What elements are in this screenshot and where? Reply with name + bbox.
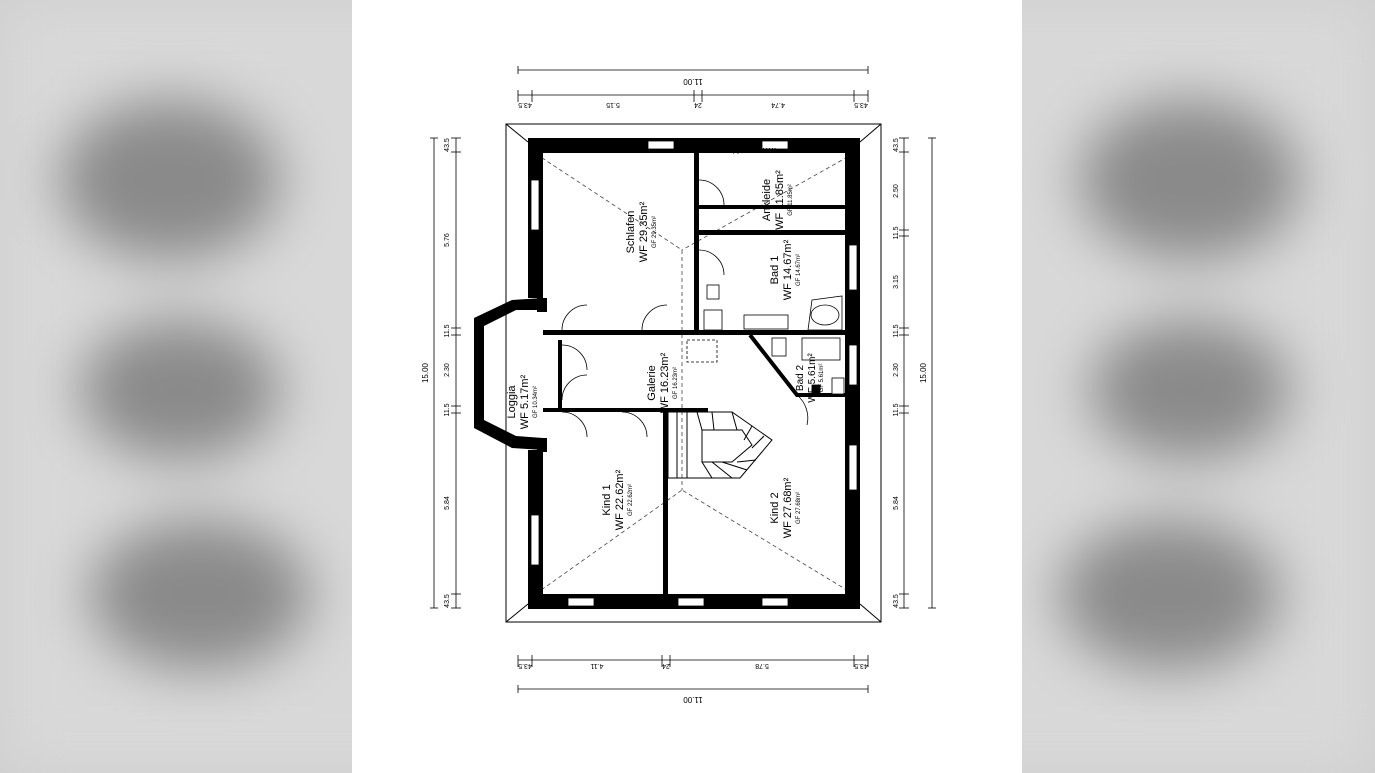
staircase <box>667 411 773 479</box>
room-bad2-wf: WF 5.61m² <box>807 353 818 403</box>
dim-top-seg-3: 24 <box>694 101 702 108</box>
room-ankleide-gf: GF 11.85m² <box>788 184 794 216</box>
dim-left-seg-3: 11.5 <box>444 324 451 337</box>
room-bad1-gf: GF 14.67m² <box>796 254 802 286</box>
room-kind2-wf: WF 27.68m² <box>782 477 794 538</box>
dimension-labels: 11.00 43.5 5.15 24 4.74 43.5 43.5 4.11 2… <box>421 77 928 704</box>
room-ankleide-name: Ankleide <box>761 179 773 221</box>
dim-left-seg-4: 2.30 <box>444 363 451 377</box>
loggia-bay <box>474 298 547 452</box>
watermark: www.grundriss.com <box>707 146 778 155</box>
room-labels: Schlafen WF 29.35m² GF 29.35m² Ankleide … <box>506 170 825 538</box>
room-kind1-name: Kind 1 <box>601 484 613 515</box>
dim-top-seg-2: 5.15 <box>606 101 620 108</box>
room-loggia-gf: GF 10.34m² <box>533 386 539 418</box>
room-kind1-wf: WF 22.62m² <box>614 469 626 530</box>
room-schlafen-gf: GF 29.35m² <box>652 216 658 248</box>
dim-bottom-total: 11.00 <box>683 695 703 704</box>
dim-right-seg-6: 2.30 <box>893 363 900 377</box>
dim-left-seg-5: 11.5 <box>444 403 451 416</box>
dim-right-seg-7: 11.5 <box>893 403 900 416</box>
dim-right-seg-5: 11.5 <box>893 324 900 337</box>
dim-right-seg-8: 5.84 <box>893 496 900 510</box>
room-galerie-gf: GF 16.23m² <box>673 367 679 399</box>
room-galerie-name: Galerie <box>646 365 658 400</box>
room-kind1-gf: GF 22.62m² <box>628 484 634 516</box>
dim-bottom-seg-1: 43.5 <box>518 662 532 669</box>
dim-left-total: 15.00 <box>421 362 430 383</box>
room-loggia-name: Loggia <box>506 385 518 419</box>
dim-left-seg-7: 43.5 <box>444 594 451 608</box>
room-kind2-name: Kind 2 <box>769 492 781 523</box>
room-schlafen-wf: WF 29.35m² <box>638 201 650 262</box>
fixtures <box>686 284 845 395</box>
door-swings <box>561 179 809 438</box>
floor-plan-panel: www.grundriss.com Schlafen WF 29.35m² GF… <box>352 0 1022 773</box>
dim-top-seg-4: 4.74 <box>771 101 785 108</box>
dim-bottom-seg-5: 43.5 <box>854 662 868 669</box>
dim-bottom-seg-2: 4.11 <box>590 662 603 669</box>
dim-top-seg-1: 43.5 <box>518 101 532 108</box>
dim-left-seg-6: 5.84 <box>444 496 451 510</box>
room-loggia-wf: WF 5.17m² <box>519 374 531 429</box>
dim-bottom-seg-4: 5.78 <box>755 662 769 669</box>
room-schlafen-name: Schlafen <box>625 211 637 254</box>
dim-left-seg-1: 43.5 <box>444 138 451 152</box>
room-kind2-gf: GF 27.68m² <box>796 492 802 524</box>
dim-top-total: 11.00 <box>683 77 703 86</box>
room-galerie-wf: WF 16.23m² <box>659 352 671 413</box>
dim-right-seg-2: 2.50 <box>893 184 900 198</box>
roof-outline <box>505 123 882 623</box>
dim-right-seg-1: 43.5 <box>893 138 900 152</box>
interior-walls <box>543 153 848 594</box>
room-ankleide-wf: WF 11.85m² <box>774 170 786 230</box>
dim-right-seg-9: 43.5 <box>893 594 900 608</box>
floor-plan: www.grundriss.com Schlafen WF 29.35m² GF… <box>421 66 936 704</box>
dim-right-total: 15.00 <box>919 362 928 383</box>
room-bad1-wf: WF 14.67m² <box>782 239 794 300</box>
room-bad1-name: Bad 1 <box>769 256 781 285</box>
windows <box>530 140 858 607</box>
room-bad2-gf: GF 5.61m² <box>819 364 825 393</box>
dim-bottom-seg-3: 24 <box>662 662 670 669</box>
dimension-lines <box>430 66 936 693</box>
dim-right-seg-4: 3.15 <box>893 275 900 289</box>
dim-right-seg-3: 11.5 <box>893 226 900 239</box>
room-bad2-name: Bad 2 <box>795 364 806 391</box>
dim-top-seg-5: 43.5 <box>854 101 868 108</box>
dim-left-seg-2: 5.76 <box>444 233 451 247</box>
